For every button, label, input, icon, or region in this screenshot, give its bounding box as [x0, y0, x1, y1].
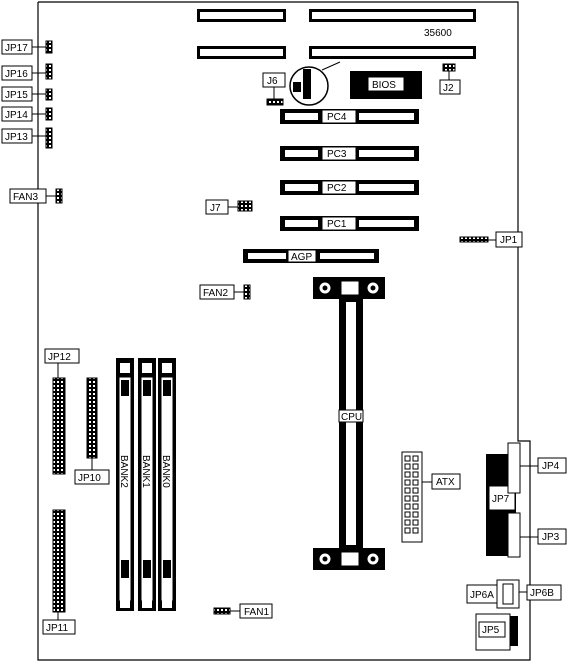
bank0-label: BANK0 — [160, 455, 171, 488]
j2-label: J2 — [443, 83, 454, 94]
jp5-label: JP5 — [482, 625, 500, 636]
pci-slot-3: PC3 — [280, 146, 419, 161]
fan3-label: FAN3 — [13, 192, 38, 203]
pci-slot-4: PC4 — [280, 109, 419, 124]
fan3-header: FAN3 — [9, 188, 63, 204]
pci-slot-1: PC1 — [280, 216, 419, 231]
jp12-label: JP12 — [48, 352, 71, 363]
jp17-label: JP17 — [5, 43, 28, 54]
jp7-label: JP7 — [492, 494, 510, 505]
jp4-label: JP4 — [542, 461, 560, 472]
jp15-label: JP15 — [5, 90, 28, 101]
j7-header: J7 — [205, 199, 253, 215]
jp11-header: JP11 — [42, 509, 76, 635]
pci-slot-2: PC2 — [280, 180, 419, 195]
dimm-bank-0: BANK0 — [158, 358, 176, 611]
battery — [289, 61, 341, 106]
jp17-jumper: JP17 — [1, 39, 53, 55]
atx-power-connector: ATX — [401, 451, 461, 543]
jp4-connector: JP4 — [520, 457, 567, 474]
atx-label: ATX — [436, 477, 455, 488]
atx-pins — [404, 455, 419, 534]
jp3-label: JP3 — [542, 532, 560, 543]
jp10-header: JP10 — [74, 377, 110, 485]
jp6b-label: JP6B — [530, 588, 554, 599]
jp3-connector: JP3 — [520, 528, 567, 545]
jp5-connector: JP5 — [475, 613, 518, 651]
jp14-jumper: JP14 — [1, 106, 53, 122]
board-outline — [37, 1, 531, 661]
jp13-jumper: JP13 — [1, 127, 53, 149]
jp1-jumper: JP1 — [459, 231, 523, 248]
bios-label: BIOS — [372, 80, 396, 91]
fan2-label: FAN2 — [203, 288, 228, 299]
jp11-label: JP11 — [46, 623, 68, 634]
jp16-jumper: JP16 — [1, 63, 53, 81]
jp7-back-panel: JP7 — [486, 442, 521, 558]
fan1-label: FAN1 — [244, 607, 269, 618]
bank2-label: BANK2 — [118, 455, 129, 488]
cpu-slot: CPU — [313, 277, 385, 570]
jp14-label: JP14 — [5, 110, 28, 121]
dimm-bank-1: BANK1 — [138, 358, 156, 611]
dimm-bank-2: BANK2 — [116, 358, 134, 611]
board-model-number: 35600 — [424, 28, 452, 39]
jp15-jumper: JP15 — [1, 86, 53, 102]
pci2-label: PC2 — [327, 183, 347, 194]
jp12-header: JP12 — [44, 348, 80, 475]
agp-slot: AGP — [243, 249, 379, 263]
agp-label: AGP — [291, 252, 312, 263]
j7-label: J7 — [210, 203, 221, 214]
bios-chip: BIOS — [350, 71, 422, 99]
pci1-label: PC1 — [327, 219, 347, 230]
pci4-label: PC4 — [327, 112, 347, 123]
top-slots — [197, 9, 476, 59]
jp16-label: JP16 — [5, 69, 28, 80]
jp6-connector: JP6A JP6B — [466, 579, 562, 609]
jp6a-label: JP6A — [470, 590, 494, 601]
cpu-label: CPU — [341, 412, 362, 423]
j2-jumper: J2 — [439, 63, 461, 95]
bank1-label: BANK1 — [140, 455, 151, 488]
pci3-label: PC3 — [327, 149, 347, 160]
jp13-label: JP13 — [5, 132, 28, 143]
jp1-label: JP1 — [500, 235, 518, 246]
fan2-header: FAN2 — [199, 284, 251, 300]
fan1-header: FAN1 — [213, 603, 273, 619]
jp10-label: JP10 — [78, 473, 101, 484]
j6-label: J6 — [267, 76, 278, 87]
j6-jumper: J6 — [262, 72, 286, 106]
